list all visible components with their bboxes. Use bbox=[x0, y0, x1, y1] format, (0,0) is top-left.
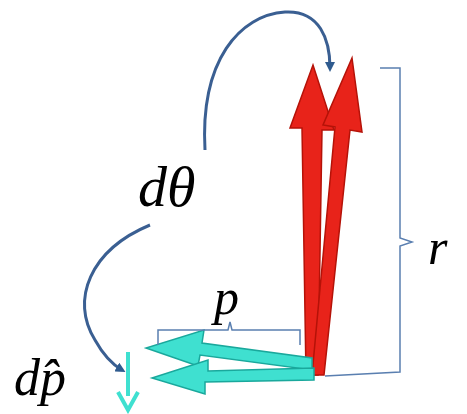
angle-label: dθ bbox=[138, 158, 196, 216]
dp-arrow bbox=[118, 352, 138, 410]
p-label: p bbox=[214, 272, 239, 322]
rotation-arrow bbox=[84, 225, 150, 370]
r-bracket bbox=[325, 68, 412, 376]
p-vectors bbox=[146, 330, 314, 394]
p-bracket bbox=[158, 322, 300, 345]
r-vectors bbox=[290, 58, 362, 375]
r-label: r bbox=[428, 222, 447, 272]
dp-label: dp̂ bbox=[14, 352, 66, 404]
